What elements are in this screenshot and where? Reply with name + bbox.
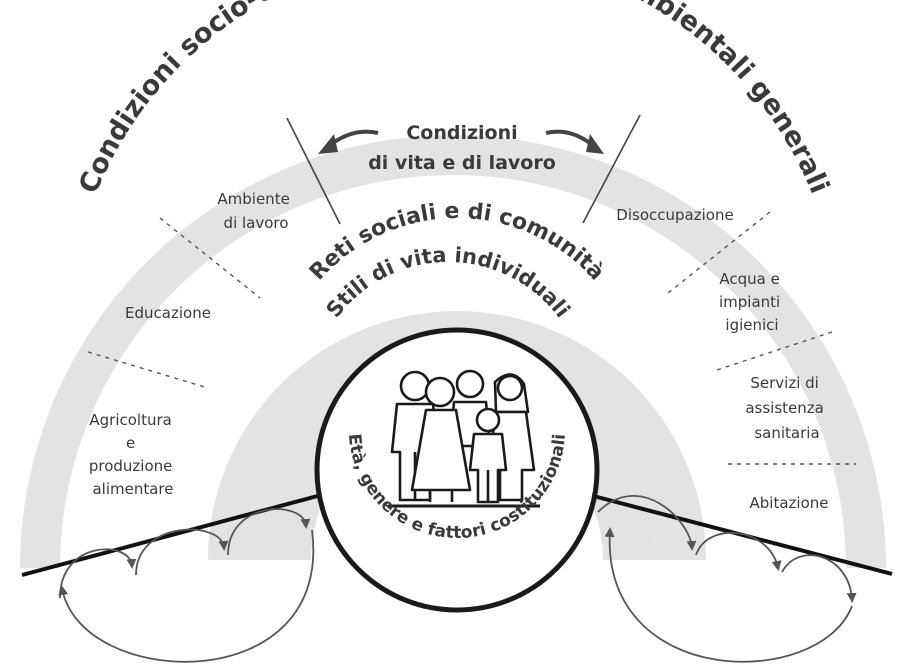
arrow-left-icon-head (318, 134, 338, 154)
feedback-arrows-right (597, 495, 857, 663)
label-disoccupazione: Disoccupazione (616, 206, 733, 224)
arrow-right-icon-head (586, 134, 604, 154)
sector-line (87, 351, 209, 389)
arrow-loop (227, 508, 311, 556)
social-arc-title: Reti sociali e di comunità (305, 199, 609, 285)
lifestyle-arc-title: Stili di vita individuali (321, 243, 574, 322)
arrow-loop (604, 527, 853, 663)
sector-line (713, 331, 833, 372)
sector-line (667, 211, 771, 294)
arrow-loop (59, 548, 137, 599)
arrow-loop (58, 529, 315, 663)
svg-text:Reti sociali e di comunità: Reti sociali e di comunità (305, 199, 609, 285)
svg-text:Stili di vita individuali: Stili di vita individuali (321, 243, 574, 322)
divider-left (286, 117, 341, 225)
center-title-line1: Condizioni (406, 122, 517, 144)
arrow-loop (781, 554, 857, 603)
label-ambiente: Ambiente di lavoro (217, 190, 294, 232)
feedback-arrows-left (58, 508, 315, 663)
center-title-line2: di vita e di lavoro (368, 152, 556, 174)
label-abitazione: Abitazione (750, 494, 829, 512)
social-band (208, 311, 706, 560)
label-servizi: Servizi di assistenza sanitaria (745, 374, 828, 442)
divider-right (582, 114, 641, 224)
label-agricoltura: Agricoltura e produzione alimentare (89, 411, 177, 498)
arrow-loop (597, 495, 697, 551)
family-icon (388, 369, 540, 508)
label-acqua: Acqua e impianti igienici (719, 270, 785, 334)
label-educazione: Educazione (125, 304, 211, 322)
sector-line (159, 217, 261, 299)
arrow-loop (695, 531, 782, 571)
arrow-loop (135, 528, 229, 576)
